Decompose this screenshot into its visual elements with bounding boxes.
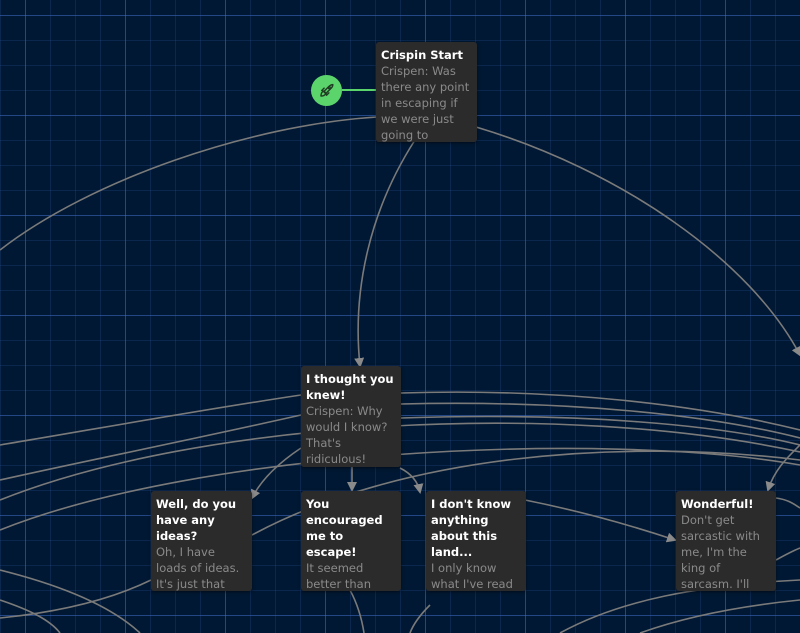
node-title: Wonderful! bbox=[681, 497, 754, 511]
start-node-badge[interactable] bbox=[311, 75, 342, 106]
edge-start-to-thought bbox=[354, 139, 416, 368]
node-body: I only know what I've read in books, but… bbox=[431, 561, 513, 591]
edge-wonderful-right bbox=[775, 497, 800, 509]
node-body: Oh, I have loads of ideas. It's just tha… bbox=[156, 545, 240, 591]
edge-right-2 bbox=[400, 402, 800, 439]
start-connector bbox=[342, 89, 377, 91]
edge-bottom-1 bbox=[0, 569, 141, 633]
node-i-thought-you-knew[interactable]: I thought you knew! Crispen: Why would I… bbox=[301, 366, 401, 467]
edge-start-to-left bbox=[0, 116, 378, 251]
edge-bottom-3 bbox=[0, 579, 152, 619]
node-body: Don't get sarcastic with me, I'm the kin… bbox=[681, 513, 760, 591]
edge-wonderful-out bbox=[775, 547, 800, 561]
edge-thought-to-dontknow bbox=[399, 467, 424, 494]
node-title: I don't know anything about this land... bbox=[431, 497, 511, 559]
edge-thought-left-1 bbox=[0, 394, 302, 446]
edge-bottom-4 bbox=[349, 589, 365, 633]
edge-thought-to-well bbox=[251, 447, 302, 500]
node-body: It seemed better than what lay ahead of … bbox=[306, 561, 371, 591]
edge-thought-left-2 bbox=[0, 414, 302, 481]
node-well-do-you-have-any-ideas[interactable]: Well, do you have any ideas? Oh, I have … bbox=[151, 491, 252, 591]
edge-start-to-right bbox=[475, 126, 800, 357]
rocket-icon bbox=[320, 83, 334, 97]
edge-to-wonderful-left bbox=[524, 499, 677, 543]
node-i-dont-know-anything[interactable]: I don't know anything about this land...… bbox=[426, 491, 526, 591]
edge-bottom-2 bbox=[0, 599, 61, 633]
node-title: You encouraged me to escape! bbox=[306, 497, 383, 559]
node-body: Crispen: Why would I know? That's ridicu… bbox=[306, 404, 388, 466]
node-title: Well, do you have any ideas? bbox=[156, 497, 237, 543]
edge-right-3 bbox=[400, 415, 800, 446]
edge-bottom-7 bbox=[639, 599, 800, 633]
edge-right-to-wonderful bbox=[765, 444, 800, 492]
node-wonderful[interactable]: Wonderful! Don't get sarcastic with me, … bbox=[676, 491, 776, 591]
node-you-encouraged-me-to-escape[interactable]: You encouraged me to escape! It seemed b… bbox=[301, 491, 401, 591]
node-body: Crispen: Was there any point in escaping… bbox=[381, 64, 470, 142]
node-title: Crispin Start bbox=[381, 48, 463, 62]
node-title: I thought you knew! bbox=[306, 372, 394, 402]
edge-bottom-5 bbox=[409, 604, 431, 633]
edge-right-1 bbox=[400, 391, 800, 431]
node-crispin-start[interactable]: Crispin Start Crispen: Was there any poi… bbox=[376, 42, 477, 142]
